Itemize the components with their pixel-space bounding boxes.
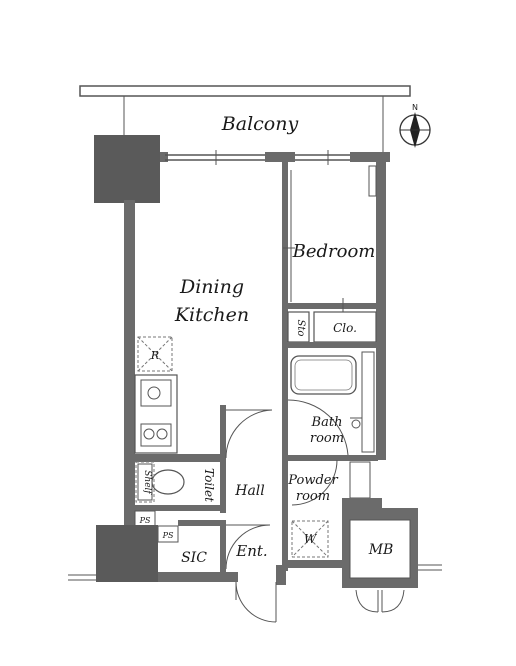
wall-right xyxy=(376,160,386,460)
toilet-bowl xyxy=(151,469,185,495)
wall-mb-link xyxy=(342,498,382,508)
bathtub xyxy=(290,355,357,395)
entrance-door-arc xyxy=(235,581,277,623)
wall-top-mid xyxy=(265,152,295,162)
compass-north-label: N xyxy=(412,103,418,112)
wall-right-notch xyxy=(368,165,377,197)
wall-bath-left xyxy=(282,348,288,458)
wall-bath-top xyxy=(282,342,378,348)
wall-sic-right xyxy=(220,520,226,578)
mb-inner xyxy=(349,519,411,579)
wall-bedroom-bottom xyxy=(288,303,378,309)
wall-bottom xyxy=(158,572,238,582)
wall-kitchen-bottom xyxy=(124,454,224,462)
label-balcony: Balcony xyxy=(221,113,299,135)
label-storage: Sto xyxy=(295,320,306,337)
wall-powder-bottom xyxy=(282,560,342,568)
sink-drain xyxy=(147,386,161,400)
bath-side-box xyxy=(361,351,375,453)
wall-sic-top xyxy=(178,520,226,526)
wall-toilet-right xyxy=(220,405,226,513)
wall-entrance-right xyxy=(276,565,286,585)
label-powder-1: Powder xyxy=(287,473,338,488)
sink xyxy=(140,379,172,407)
wall-top-left xyxy=(160,152,168,162)
column-bottom-left xyxy=(96,525,158,582)
refrigerator-diag-1 xyxy=(137,336,173,372)
label-closet: Clo. xyxy=(333,321,357,335)
label-bath-2: room xyxy=(310,431,344,446)
label-entrance: Ent. xyxy=(235,542,267,560)
label-mb: MB xyxy=(368,542,394,558)
closet-box xyxy=(313,311,377,343)
bathtub-inner xyxy=(294,359,353,391)
compass: N xyxy=(399,103,431,148)
balcony-rail xyxy=(79,85,411,97)
label-bedroom: Bedroom xyxy=(292,241,376,262)
label-sic: SIC xyxy=(181,550,207,566)
label-bath-1: Bath xyxy=(311,415,343,430)
label-powder-2: room xyxy=(296,489,330,504)
label-ps-1: PS xyxy=(139,516,151,525)
wall-partition-bedroom xyxy=(282,160,288,342)
washer-diag-2 xyxy=(291,520,329,558)
stove xyxy=(140,423,172,447)
kitchen-counter xyxy=(134,374,178,454)
wall-top-right xyxy=(350,152,390,162)
shelf-box xyxy=(135,461,155,503)
bath-door-arc xyxy=(287,399,349,456)
stove-burner-2 xyxy=(156,428,168,440)
label-washer: W xyxy=(304,532,318,546)
washer-box xyxy=(291,520,329,558)
label-dining-2: Kitchen xyxy=(174,304,249,326)
refrigerator-box xyxy=(137,336,173,372)
powder-right-box xyxy=(349,461,371,499)
hall-door-arc xyxy=(225,524,271,570)
label-toilet: Toilet xyxy=(202,468,216,502)
label-shelf: Shelf xyxy=(142,470,152,495)
label-refrigerator: R xyxy=(150,349,159,362)
toilet-door-arc xyxy=(225,409,273,459)
mb-door-arc-left xyxy=(355,589,379,613)
wall-bath-bottom xyxy=(282,455,378,461)
refrigerator-diag-2 xyxy=(137,336,173,372)
column-top-left xyxy=(94,135,160,203)
wall-powder-left xyxy=(282,461,288,571)
stove-burner-1 xyxy=(143,428,155,440)
wall-left xyxy=(124,200,135,540)
wall-ps-top xyxy=(124,505,224,511)
powder-door-arc xyxy=(291,459,338,506)
mb-door-arc-right xyxy=(381,589,405,613)
bath-shower-circle xyxy=(351,419,361,429)
label-dining-1: Dining xyxy=(179,276,244,298)
label-hall: Hall xyxy=(234,483,265,499)
label-ps-2: PS xyxy=(162,531,174,540)
